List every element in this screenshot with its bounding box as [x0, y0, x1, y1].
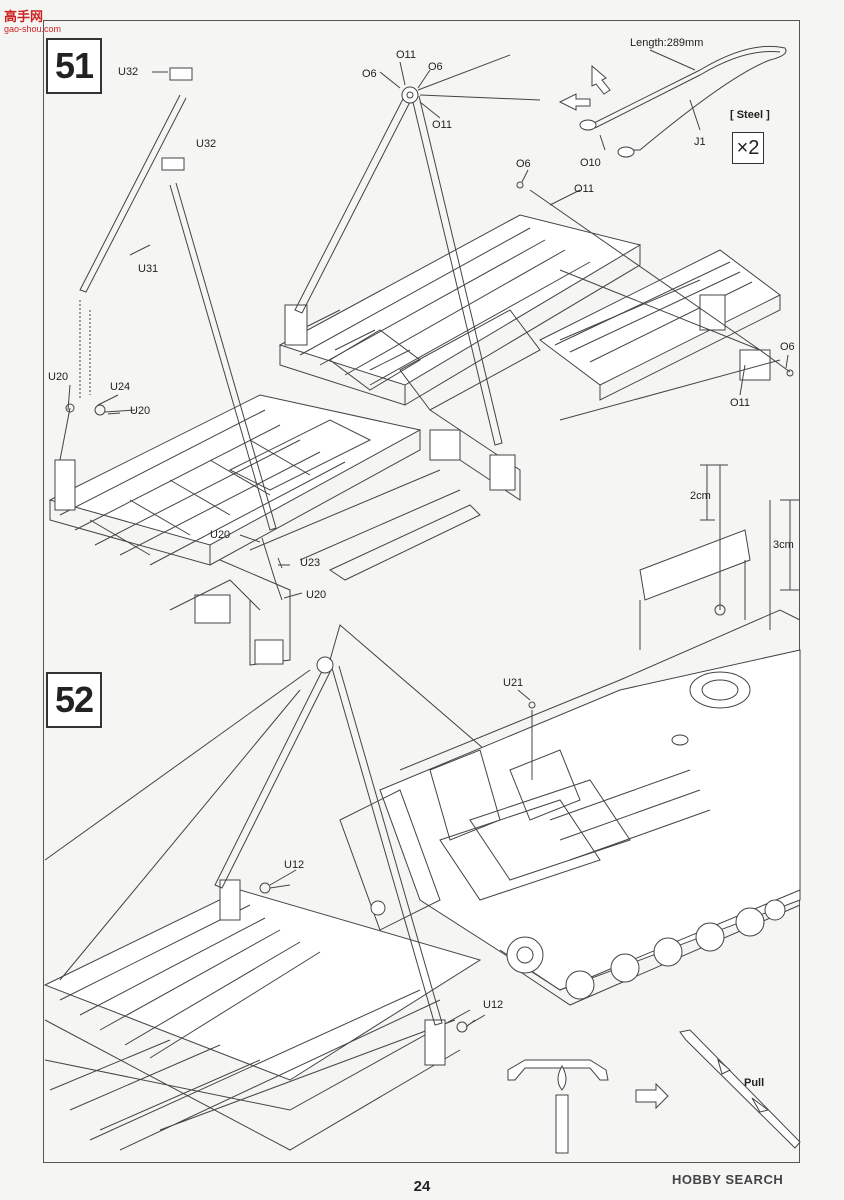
- measure-2cm: 2cm: [690, 490, 711, 502]
- label-o10: O10: [580, 157, 601, 169]
- step51-left-assembly: [48, 67, 481, 666]
- label-u32-b: U32: [196, 138, 216, 150]
- label-o6-a: O6: [362, 68, 377, 80]
- candle-icon: [507, 1059, 609, 1154]
- label-u32-a: U32: [118, 66, 138, 78]
- pull-label: Pull: [744, 1077, 764, 1089]
- label-o11-c: O11: [574, 183, 594, 195]
- label-u12-a: U12: [284, 859, 304, 871]
- step-52-number: 52: [46, 672, 102, 728]
- direction-arrow-icon: [635, 1082, 669, 1110]
- step52-assembly: [43, 464, 801, 1151]
- label-o11-b: O11: [432, 119, 452, 131]
- cable-material: [ Steel ]: [730, 109, 770, 121]
- label-o6-b: O6: [428, 61, 443, 73]
- label-o11-d: O11: [730, 397, 750, 409]
- pulled-rod-icon: [679, 1029, 801, 1149]
- label-u21: U21: [503, 677, 523, 689]
- watermark-url: gao-shou.com: [4, 24, 62, 34]
- measure-3cm: 3cm: [773, 539, 794, 551]
- cable-multiplier: ×2: [732, 132, 764, 164]
- label-o6-d: O6: [780, 341, 795, 353]
- label-o6-c: O6: [516, 158, 531, 170]
- cable-length: Length:289mm: [630, 37, 703, 49]
- label-u23: U23: [300, 557, 320, 569]
- watermark-title: 高手网: [4, 9, 44, 24]
- label-u20-c: U20: [210, 529, 230, 541]
- label-u20-a: U20: [48, 371, 68, 383]
- label-u24: U24: [110, 381, 130, 393]
- label-u12-b: U12: [483, 999, 503, 1011]
- step51-right-assembly: [278, 54, 794, 501]
- brand-watermark: HOBBY SEARCH: [672, 1172, 784, 1187]
- step-51-number: 51: [46, 38, 102, 94]
- label-u20-d: U20: [306, 589, 326, 601]
- label-o11-a: O11: [396, 49, 416, 61]
- label-u31: U31: [138, 263, 158, 275]
- cable-j1: [579, 45, 787, 158]
- label-j1: J1: [694, 136, 706, 148]
- page-number: 24: [413, 1178, 431, 1195]
- page-frame: [43, 20, 800, 1163]
- label-u20-b: U20: [130, 405, 150, 417]
